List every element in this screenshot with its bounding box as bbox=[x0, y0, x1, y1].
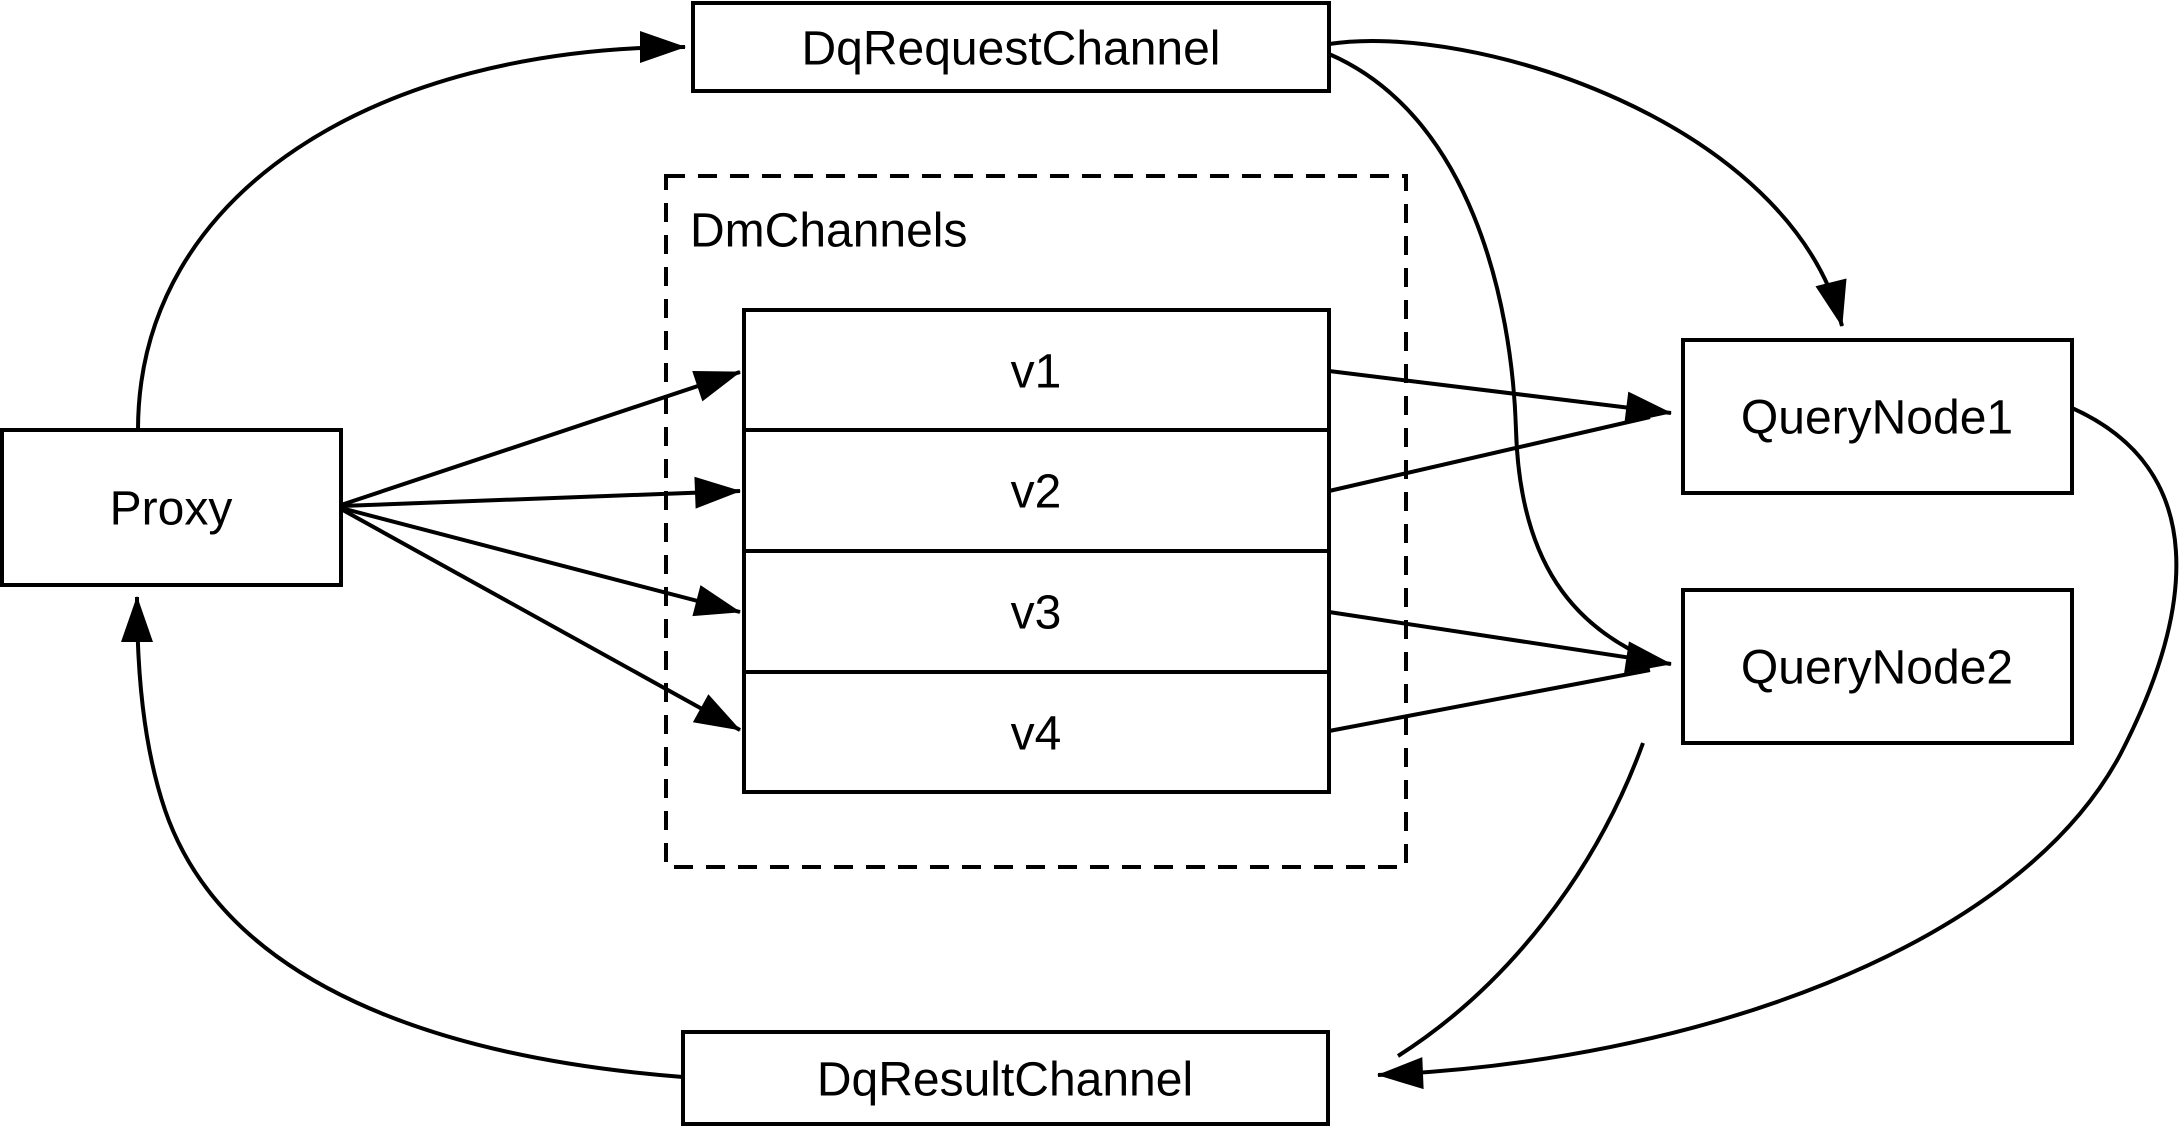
edge-querynode1-to-dqresultchannel bbox=[1377, 406, 2179, 1090]
node-dqresultchannel-label: DqResultChannel bbox=[817, 1054, 1193, 1107]
dmchannels-label: DmChannels bbox=[690, 205, 967, 258]
edge-proxy-to-v3 bbox=[340, 506, 741, 617]
channel-label-v3: v3 bbox=[1011, 587, 1062, 640]
node-querynode1-label: QueryNode1 bbox=[1741, 392, 2013, 445]
node-querynode1 bbox=[1681, 338, 2074, 495]
channel-row-v4 bbox=[742, 670, 1331, 794]
edge-v1-to-querynode1 bbox=[1328, 369, 1672, 424]
node-querynode2 bbox=[1681, 588, 2074, 745]
edge-v4-to-querynode2 bbox=[1328, 668, 1651, 733]
dmchannels-group-box bbox=[664, 174, 1408, 869]
edge-proxy-to-v1 bbox=[340, 370, 741, 507]
node-dqrequestchannel bbox=[691, 1, 1331, 93]
edge-dqrequestchannel-to-querynode1 bbox=[1328, 39, 1847, 327]
edge-proxy-to-v2 bbox=[340, 476, 741, 509]
node-querynode2-label: QueryNode2 bbox=[1741, 642, 2013, 695]
node-proxy-label: Proxy bbox=[110, 483, 233, 536]
node-dqresultchannel bbox=[681, 1030, 1330, 1126]
node-dqrequestchannel-label: DqRequestChannel bbox=[802, 23, 1221, 76]
edge-proxy-to-v4 bbox=[340, 507, 741, 732]
edge-dqresultchannel-to-proxy bbox=[121, 596, 684, 1079]
channel-label-v4: v4 bbox=[1011, 708, 1062, 761]
edge-querynode2-to-dqresultchannel bbox=[1396, 742, 1645, 1058]
node-proxy bbox=[0, 428, 343, 587]
channel-label-v2: v2 bbox=[1011, 466, 1062, 519]
edge-proxy-to-dqrequestchannel bbox=[136, 31, 686, 431]
edge-v2-to-querynode1 bbox=[1328, 415, 1651, 493]
edge-v3-to-querynode2 bbox=[1328, 610, 1672, 674]
channel-label-v1: v1 bbox=[1011, 346, 1062, 399]
edge-dqrequestchannel-to-querynode2 bbox=[1328, 52, 1653, 662]
